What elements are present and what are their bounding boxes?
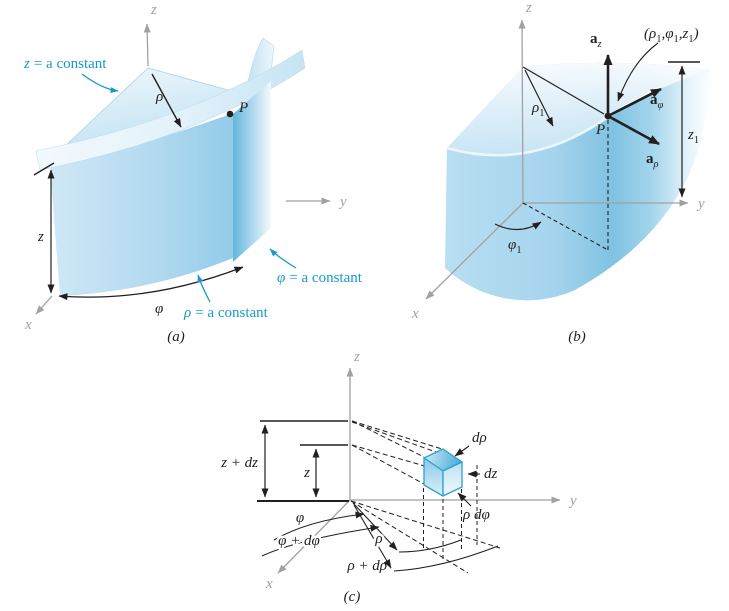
rho-plus-drho-ground-arc <box>393 545 499 572</box>
rho-label: ρ <box>155 89 163 105</box>
rho-constant-label: ρ= a constant <box>183 305 269 321</box>
panel-b-caption: (b) <box>568 329 586 345</box>
z-axis-label: z <box>525 0 532 16</box>
y-axis-label: y <box>568 493 577 509</box>
d-rho-callout-arrow <box>454 445 470 457</box>
phi-angle-arc <box>58 266 244 301</box>
point-p-dot <box>604 112 612 120</box>
x-axis-label: x <box>24 317 32 333</box>
phi1-angle-arc <box>494 221 542 231</box>
y-axis-label: y <box>696 196 705 212</box>
point-coordinates-label: (ρ1,φ1,z1) <box>644 26 699 45</box>
rho-dphi-callout-arrow <box>457 492 472 507</box>
panel-a-caption: (a) <box>167 329 185 345</box>
rho-label: ρ <box>374 531 382 547</box>
z1-label: z1 <box>687 127 699 146</box>
wedge-top-face <box>447 62 711 156</box>
unit-vector-az-label: az <box>590 31 602 50</box>
dz-label: dz <box>484 466 498 482</box>
z-axis <box>143 23 151 67</box>
point-p-dot <box>226 110 234 118</box>
rho-dphi-label: ρ dφ <box>462 507 490 523</box>
unit-vector-aphi <box>607 87 662 118</box>
unit-vector-arho-label: aρ <box>646 151 659 170</box>
z-axis <box>518 19 526 204</box>
phi-label: φ <box>155 301 163 317</box>
apex-to-p-line <box>522 66 605 115</box>
phi-label: φ <box>296 510 304 526</box>
z-axis-label: z <box>150 2 157 18</box>
phi-plus-dphi-angle-arc <box>261 524 380 557</box>
point-p-label: P <box>595 122 605 138</box>
rho1-arrow <box>524 69 554 127</box>
phi1-label: φ1 <box>508 237 522 256</box>
coords-callout-arrow <box>617 42 659 102</box>
rho-constant-cylinder-surface <box>50 113 233 296</box>
rho-ground-arc <box>398 539 462 553</box>
reference-tick <box>33 162 55 176</box>
differential-volume-cube <box>423 448 463 497</box>
z-constant-callout-arrow <box>81 73 119 94</box>
z-dim-label: z <box>37 229 44 245</box>
origin-foot-dashed-line <box>522 202 609 251</box>
x-axis <box>277 499 351 574</box>
point-p-label: P <box>238 100 248 116</box>
phi-constant-plane <box>233 81 271 262</box>
cube-right-face <box>442 461 463 497</box>
ground-dashed-radials <box>350 500 501 574</box>
phi-constant-label: φ= a constant <box>277 270 363 286</box>
panel-c-diagram: z y x z + dz z dρ dz ρ dφ φ φ + dφ ρ ρ +… <box>220 349 577 605</box>
phi-angle-arc <box>273 511 365 541</box>
z-constant-label: z= a constant <box>23 56 107 72</box>
x-axis <box>35 295 53 315</box>
y-axis-label: y <box>338 194 347 210</box>
z-constant-surface-band <box>35 49 306 171</box>
unit-vector-arho <box>607 114 660 146</box>
rho-plus-drho-label: ρ + dρ <box>346 558 387 574</box>
rho-constant-callout-arrow <box>197 274 211 303</box>
unit-vector-aphi-label: aφ <box>650 92 664 111</box>
z-axis-label: z <box>353 349 360 365</box>
phi-plus-dphi-label: φ + dφ <box>278 533 320 549</box>
z-plus-dz-label: z + dz <box>220 455 258 471</box>
x-axis-label: x <box>265 576 273 592</box>
panel-b-diagram: z y x ρ1 P φ1 z1 az aφ aρ (ρ1,φ1,z1) (b) <box>411 0 712 345</box>
rho1-label: ρ1 <box>531 100 544 119</box>
rho-arrow <box>151 73 182 128</box>
d-rho-label: dρ <box>472 430 487 446</box>
panel-c-caption: (c) <box>344 589 361 605</box>
panel-a-diagram: z y x z= a constant φ= a constant ρ= a c… <box>23 2 363 345</box>
z-dim-label: z <box>303 465 310 481</box>
x-axis <box>425 202 524 300</box>
wedge-rim-highlight <box>446 68 712 157</box>
x-axis-label: x <box>411 306 419 322</box>
phi-constant-callout-arrow <box>269 248 297 269</box>
